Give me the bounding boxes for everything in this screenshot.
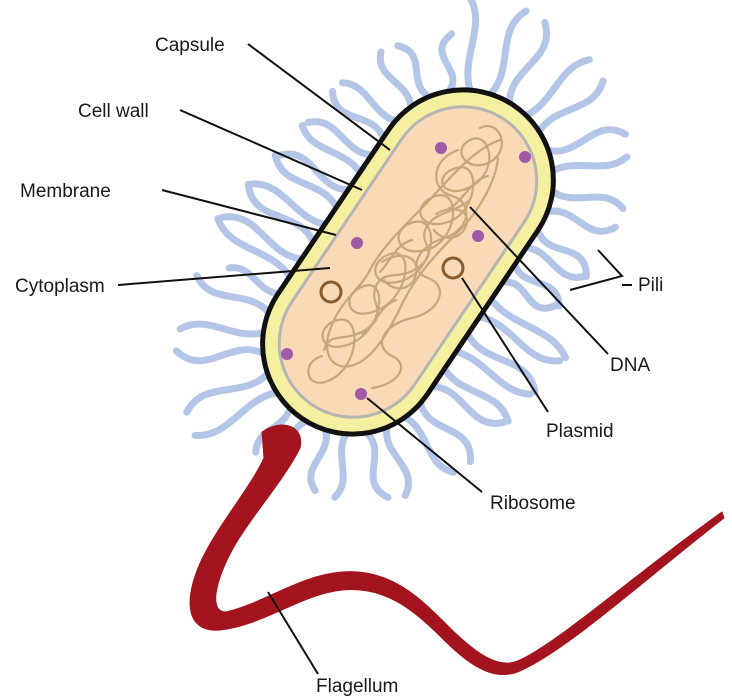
ribosome-dot xyxy=(355,388,367,400)
label-capsule: Capsule xyxy=(155,35,225,56)
label-pili: Pili xyxy=(638,275,663,296)
ribosome-dot xyxy=(281,348,293,360)
pilus xyxy=(510,22,547,102)
pilus xyxy=(442,34,453,91)
label-membrane: Membrane xyxy=(20,181,111,202)
label-flagellum: Flagellum xyxy=(316,676,398,697)
pilus xyxy=(491,11,527,94)
pilus xyxy=(380,52,411,107)
pilus xyxy=(539,81,603,132)
pilus xyxy=(187,374,268,412)
pilus xyxy=(335,434,346,497)
pilus xyxy=(311,430,327,491)
flagellum xyxy=(190,425,724,675)
pilus xyxy=(548,211,616,231)
ribosome-dot xyxy=(351,237,363,249)
ribosome-dot xyxy=(519,151,531,163)
pilus xyxy=(229,268,278,294)
pilus xyxy=(176,350,263,361)
label-cell-wall: Cell wall xyxy=(78,101,149,122)
pilus xyxy=(468,0,476,90)
pilus xyxy=(548,130,625,151)
cell-body xyxy=(228,55,589,469)
pilus xyxy=(180,324,263,334)
pilus xyxy=(387,427,409,495)
pilus xyxy=(553,157,627,171)
label-plasmid: Plasmid xyxy=(546,421,614,442)
pilus xyxy=(308,122,372,156)
label-ribosome: Ribosome xyxy=(490,493,576,514)
pilus xyxy=(553,192,623,209)
label-cytoplasm: Cytoplasm xyxy=(15,276,105,297)
label-dna: DNA xyxy=(610,355,650,376)
ribosome-dot xyxy=(435,142,447,154)
ribosome-dot xyxy=(472,230,484,242)
pilus xyxy=(195,393,277,436)
